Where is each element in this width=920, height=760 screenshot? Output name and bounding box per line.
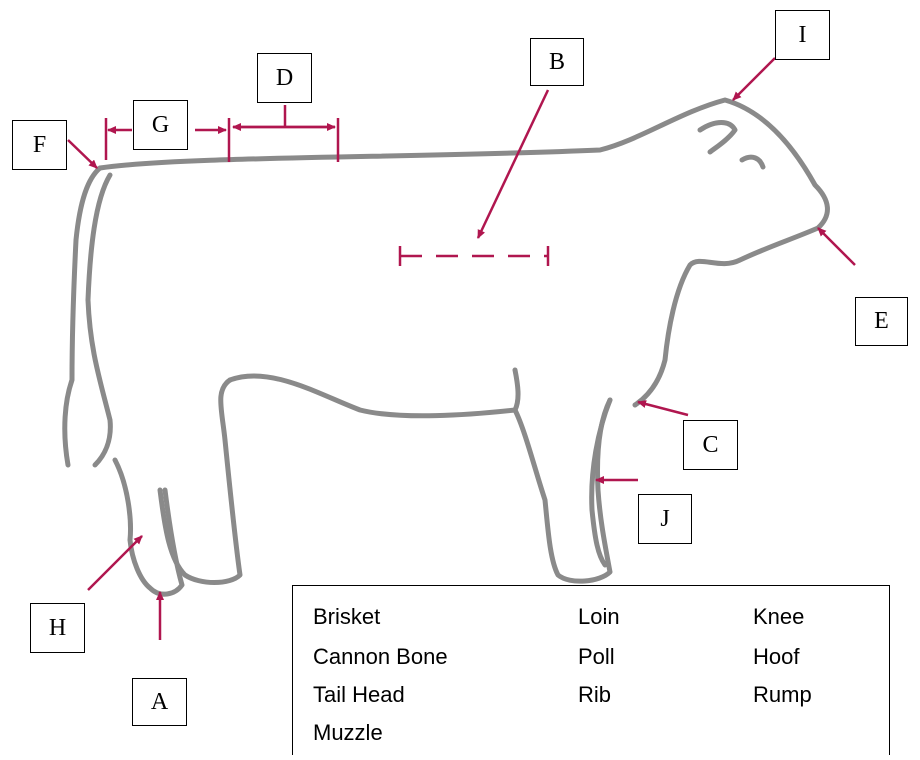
pointer-e xyxy=(818,228,855,265)
term-brisket: Brisket xyxy=(313,604,380,630)
tail-outline xyxy=(88,175,110,465)
pointer-i xyxy=(733,58,775,100)
label-d: D xyxy=(257,53,312,103)
term-hoof: Hoof xyxy=(753,644,799,670)
label-i: I xyxy=(775,10,830,60)
front-leg-outline xyxy=(515,400,610,581)
term-knee: Knee xyxy=(753,604,804,630)
label-e: E xyxy=(855,297,908,346)
rear-leg-outline xyxy=(115,460,182,594)
word-bank: Brisket Loin Knee Cannon Bone Poll Hoof … xyxy=(292,585,890,755)
term-rump: Rump xyxy=(753,682,812,708)
pointer-c xyxy=(638,402,688,415)
label-h: H xyxy=(30,603,85,653)
ear-outline xyxy=(700,123,735,153)
rear-leg-outline-2 xyxy=(160,380,240,583)
belly-line xyxy=(230,370,518,416)
pointer-f xyxy=(68,140,97,168)
label-c: C xyxy=(683,420,738,470)
label-g: G xyxy=(133,100,188,150)
label-j: J xyxy=(638,494,692,544)
term-rib: Rib xyxy=(578,682,611,708)
label-f: F xyxy=(12,120,67,170)
eye-outline xyxy=(742,157,763,167)
term-muzzle: Muzzle xyxy=(313,720,383,746)
label-b: B xyxy=(530,38,584,86)
term-cannon-bone: Cannon Bone xyxy=(313,644,448,670)
front-leg-outline-2 xyxy=(592,400,610,565)
pointer-b xyxy=(478,90,548,238)
term-tail-head: Tail Head xyxy=(313,682,405,708)
term-poll: Poll xyxy=(578,644,615,670)
label-a: A xyxy=(132,678,187,726)
term-loin: Loin xyxy=(578,604,620,630)
